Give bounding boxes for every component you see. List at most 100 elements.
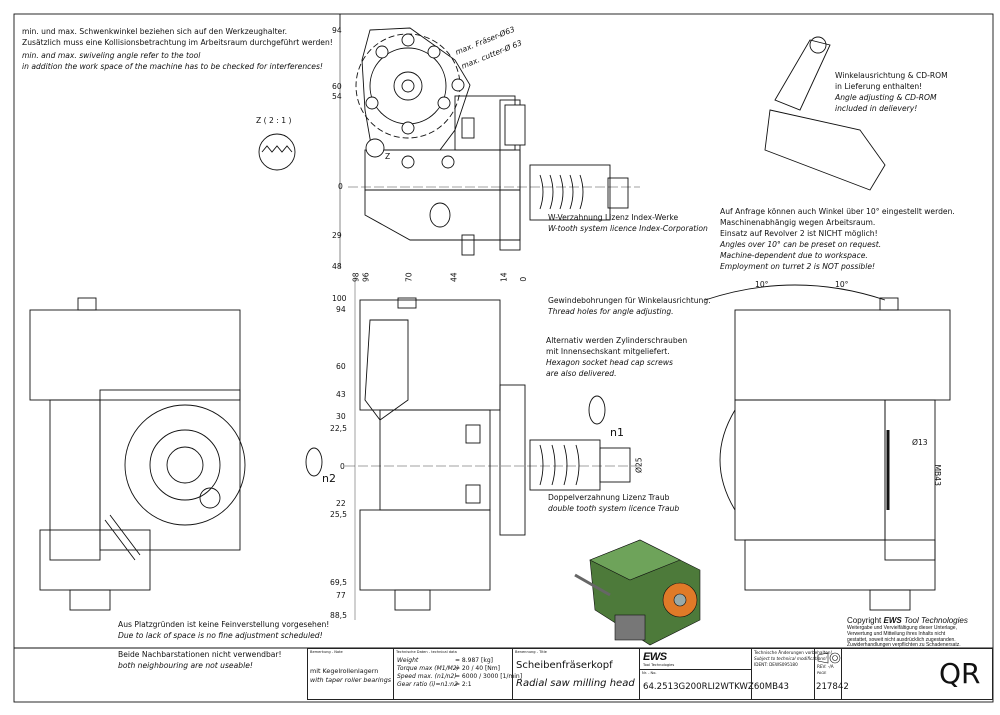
space-de: Aus Platzgründen ist keine Feinverstellu… [118, 620, 330, 629]
screw-en-1: Hexagon socket head cap screws [546, 358, 673, 367]
dim-98: 98 [351, 272, 361, 283]
note-swivel-en-1: min. and max. swiveling angle refer to t… [22, 51, 201, 60]
dim-dia25: Ø25 [634, 457, 644, 474]
dim-54: 54 [332, 92, 342, 101]
tech-value: = 20 / 40 [Nm] [455, 665, 500, 672]
tech-key: Gear ratio (i)=n1:n2 [397, 681, 458, 688]
projection-cell: REV: -/A PAGE 217842 [814, 648, 849, 700]
copyright-line: gestattet, soweit nicht ausdrücklich zug… [847, 636, 956, 643]
tech-list: Weight= 8.987 [kg] Torque max (M1/M2)= 2… [397, 657, 522, 689]
projection-symbol-icon [817, 652, 841, 664]
copyright-word: Copyright [847, 616, 882, 625]
note-swivel-en-2: in addition the work space of the machin… [22, 62, 323, 71]
angle-de-1: Auf Anfrage können auch Winkel über 10° … [720, 207, 955, 216]
tech-key: Speed max. (n1/n2) [397, 673, 457, 680]
tech-key: Weight [397, 657, 419, 664]
thread-de: Gewindebohrungen für Winkelausrichtung. [548, 296, 711, 305]
neigh-de: Beide Nachbarstationen nicht verwendbar! [118, 650, 282, 659]
cd-en-1: Angle adjusting & CD-ROM [835, 93, 937, 102]
right-view [704, 284, 951, 611]
tech-row: Weight= 8.987 [kg] [397, 657, 522, 665]
page-label: PAGE [817, 671, 827, 675]
dim-22: 22 [336, 499, 346, 508]
tech-key: Torque max (M1/M2) [397, 665, 459, 672]
note-de: mit Kegelrollenlagern [310, 667, 379, 675]
company-logo-row: EWS Tool Technologies [640, 649, 752, 670]
dim-69-5: 69,5 [330, 578, 347, 587]
angle-left-label: 10° [755, 280, 769, 289]
n1-label: n1 [610, 426, 624, 439]
part-number: 64.2513G200RLI2WTKWZ60MB43 [643, 682, 790, 692]
dim-mb43: MB43 [932, 464, 942, 486]
ident: IDENT: DEWS095180 [754, 662, 798, 667]
dim-0: 0 [338, 182, 343, 191]
company-cell: EWS Tool Technologies Nr. - No. 64.2513G… [639, 648, 789, 700]
dim-60: 60 [332, 82, 342, 91]
dim-70: 70 [404, 272, 414, 283]
copyright-line: Zuwiderhandlungen verpflichten zu Schade… [847, 642, 961, 649]
dim-88-5: 88,5 [330, 611, 347, 620]
title-label: Benennung - Title [515, 650, 547, 654]
dim-100: 100 [332, 294, 347, 303]
neigh-en: both neighbouring are not useable! [118, 661, 253, 670]
note-en: with taper roller bearings [310, 676, 392, 684]
title-en: Radial saw milling head [516, 678, 635, 689]
tech-data-cell: Technische Daten - technical data Weight… [393, 648, 522, 700]
screw-en-2: are also delivered. [546, 369, 617, 378]
copyright-body: Weitergabe und Vervielfältigung dieser U… [847, 625, 961, 649]
copyright-line: Verwertung und Mitteilung ihres Inhalts … [847, 630, 946, 637]
qr-label: QR [939, 657, 981, 690]
space-en: Due to lack of space is no fine adjustme… [118, 631, 323, 640]
dim-43: 43 [336, 390, 346, 399]
copyright-ews: EWS [883, 616, 902, 625]
angle-adjusting-tool [764, 36, 886, 191]
detail-z-view [258, 133, 296, 171]
note-swivel-de-1: min. und max. Schwenkwinkel beziehen sic… [22, 27, 288, 36]
revision: REV: -/A [817, 664, 834, 669]
dim-96: 96 [361, 272, 371, 283]
dim-14: 14 [499, 272, 509, 283]
dim-22-5: 22,5 [330, 424, 347, 433]
angle-en-3: Employment on turret 2 is NOT possible! [720, 262, 876, 271]
dim-44: 44 [449, 272, 459, 283]
title-cell: Benennung - Title Scheibenfräserkopf Rad… [512, 648, 640, 700]
product-render [574, 539, 701, 646]
note-cell: Bemerkung - Note mit Kegelrollenlagern w… [307, 648, 394, 700]
tech-label: Technische Daten - technical data [396, 650, 457, 654]
copyright-line: Weitergabe und Vervielfältigung dieser U… [847, 625, 957, 631]
thread-en: Thread holes for angle adjusting. [548, 307, 674, 316]
dim-94: 94 [332, 26, 342, 35]
dim-25-5: 25,5 [330, 510, 347, 519]
screw-de-1: Alternativ werden Zylinderschrauben [546, 336, 688, 345]
double-de: Doppelverzahnung Lizenz Traub [548, 493, 670, 502]
copyright: Copyright EWS Tool Technologies [847, 616, 968, 626]
top-view [339, 27, 640, 268]
tech-row: Gear ratio (i)=n1:n2= 2:1 [397, 681, 522, 689]
dim-30: 30 [336, 412, 346, 421]
mods-en: Subject to technical modifications! [754, 656, 827, 661]
cd-de-2: in Lieferung enthalten! [835, 82, 923, 91]
title-de: Scheibenfräserkopf [516, 660, 613, 671]
angle-en-1: Angles over 10° can be preset on request… [720, 240, 882, 249]
z-label: Z [385, 152, 391, 161]
tech-value: = 2:1 [455, 681, 472, 688]
cd-en-2: included in delievery! [835, 104, 918, 113]
dim-60-front: 60 [336, 362, 346, 371]
logo-sub: Tool Technologies [643, 663, 675, 667]
dim-0-top: 0 [519, 276, 529, 282]
dim-29: 29 [332, 231, 342, 240]
dim-dia13: Ø13 [912, 438, 928, 447]
nr-label: Nr. - No. [642, 671, 657, 675]
copyright-company: Tool Technologies [903, 616, 968, 625]
drawing-frame [13, 13, 994, 703]
dim-77: 77 [336, 591, 346, 600]
dim-48: 48 [332, 262, 342, 271]
mods-de: Technische Änderungen vorbehalten! [754, 650, 833, 655]
angle-de-2: Maschinenabhängig wegen Arbeitsraum. [720, 218, 876, 227]
note-swivel-de-2: Zusätzlich muss eine Kollisionsbetrachtu… [22, 38, 333, 47]
n2-label: n2 [322, 472, 336, 485]
tech-row: Torque max (M1/M2)= 20 / 40 [Nm] [397, 665, 522, 673]
modifications-cell: Technische Änderungen vorbehalten! Subje… [751, 648, 832, 700]
